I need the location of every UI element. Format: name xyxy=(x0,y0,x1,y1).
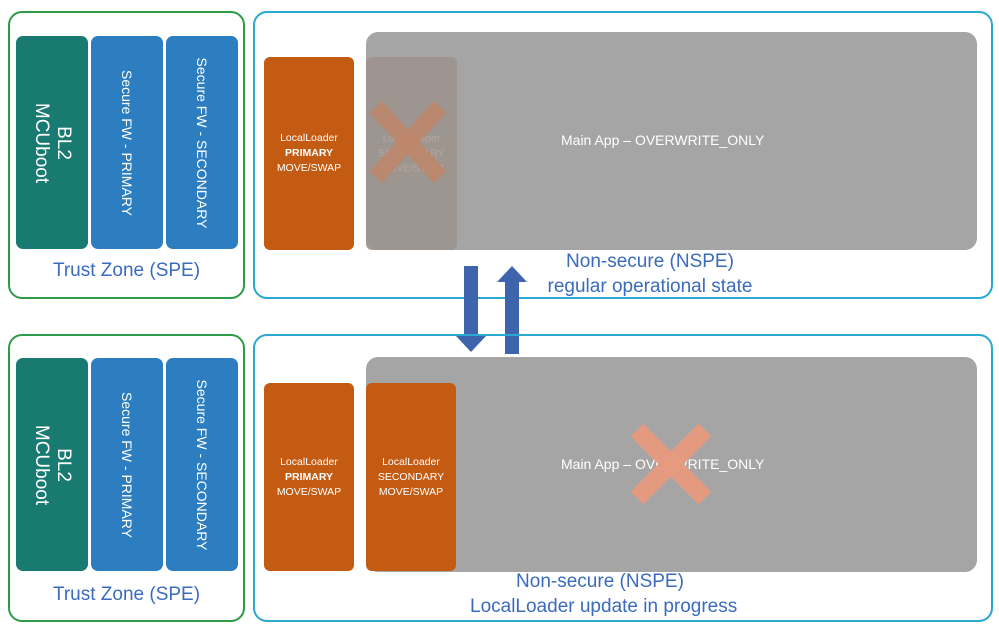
top-ll-primary-line1: LocalLoader xyxy=(280,132,338,144)
top-nspe-label-line2: regular operational state xyxy=(547,276,753,297)
bottom-bl2-block: BL2 MCUboot xyxy=(16,358,88,571)
top-nspe-label-line1: Non-secure (NSPE) xyxy=(566,251,734,272)
top-nspe-panel xyxy=(253,11,993,299)
top-ll-primary-line3: MOVE/SWAP xyxy=(276,162,342,174)
bottom-nspe-label-line1: Non-secure (NSPE) xyxy=(516,571,684,592)
bottom-ll-primary-line2: PRIMARY xyxy=(284,470,334,483)
top-bl2-block: BL2 MCUboot xyxy=(16,36,88,249)
bottom-ll-primary-line3: MOVE/SWAP xyxy=(276,485,342,498)
bottom-nspe-panel xyxy=(253,334,993,622)
bottom-secure-fw-primary-block: Secure FW - PRIMARY xyxy=(91,358,163,571)
top-secure-fw-primary-block: Secure FW - PRIMARY xyxy=(91,36,163,249)
top-secure-fw-secondary-block: Secure FW - SECONDARY xyxy=(166,36,238,249)
up-arrow-icon xyxy=(497,266,527,354)
top-nspe-label: Non-secure (NSPE) regular operational st… xyxy=(500,249,800,299)
top-localloader-primary-block: LocalLoader PRIMARY MOVE/SWAP xyxy=(264,57,354,250)
top-main-app-label: Main App – OVERWRITE_ONLY xyxy=(561,132,765,148)
bottom-ll-primary-line1: LocalLoader xyxy=(280,455,338,468)
down-arrow-icon xyxy=(456,266,486,352)
bottom-nspe-label-line2: LocalLoader update in progress xyxy=(470,596,738,617)
bottom-ll-secondary-line3: MOVE/SWAP xyxy=(378,485,444,498)
bottom-ll-secondary-line2: SECONDARY xyxy=(377,470,445,483)
bottom-nspe-label: Non-secure (NSPE) LocalLoader update in … xyxy=(470,569,738,619)
bottom-ll-secondary-line1: LocalLoader xyxy=(382,455,440,468)
top-main-app-block xyxy=(366,32,977,250)
bottom-spe-label: Trust Zone (SPE) xyxy=(52,584,201,605)
bottom-localloader-primary-block: LocalLoader PRIMARY MOVE/SWAP xyxy=(264,383,354,571)
bottom-secure-fw-secondary-block: Secure FW - SECONDARY xyxy=(166,358,238,571)
bottom-localloader-secondary-block: LocalLoader SECONDARY MOVE/SWAP xyxy=(366,383,456,571)
top-spe-panel xyxy=(8,11,245,299)
top-ll-primary-line2: PRIMARY xyxy=(284,147,334,159)
top-spe-label: Trust Zone (SPE) xyxy=(52,260,201,281)
bottom-spe-panel xyxy=(8,334,245,622)
